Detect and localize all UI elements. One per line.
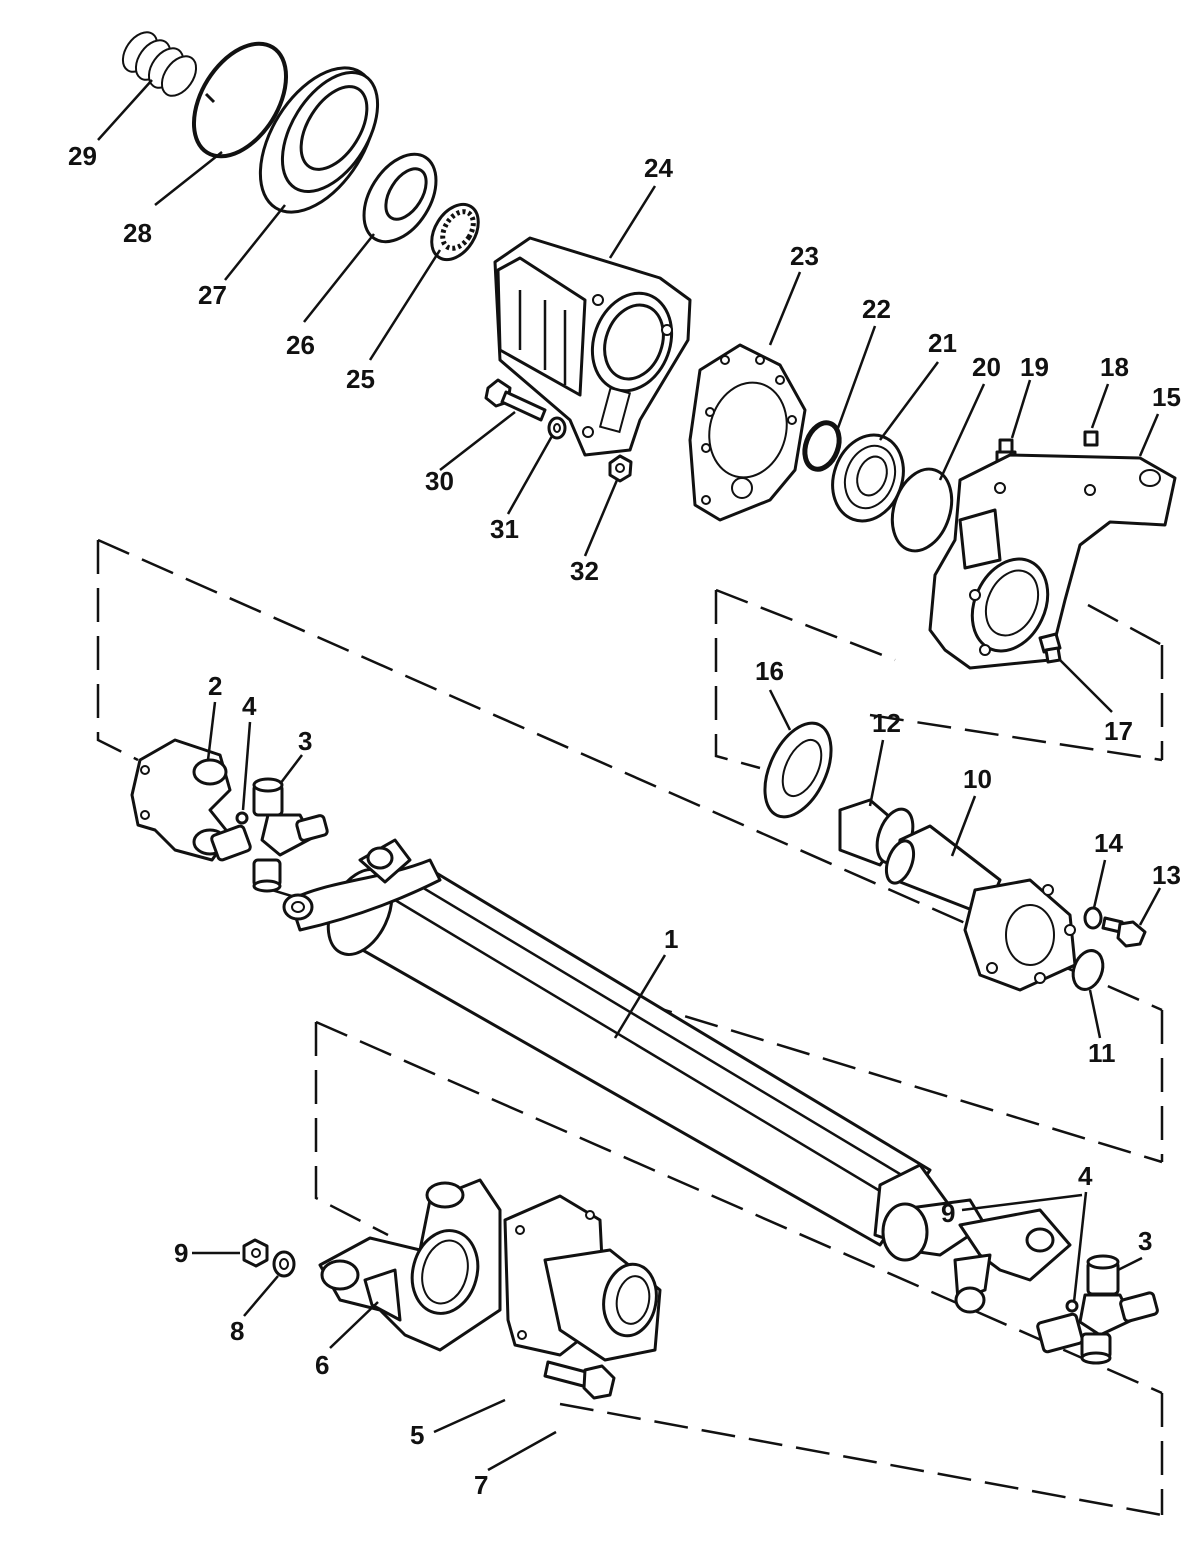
- bolt-30: [484, 378, 547, 422]
- callout-10: 10: [963, 764, 992, 794]
- callout-8: 8: [230, 1316, 244, 1346]
- callout-15: 15: [1152, 382, 1181, 412]
- u-joint-cross-3-left: [210, 777, 329, 893]
- callout-28: 28: [123, 218, 152, 248]
- callout-13: 13: [1152, 860, 1181, 890]
- callout-29: 29: [68, 141, 97, 171]
- callout-21: 21: [928, 328, 957, 358]
- callout-26: 26: [286, 330, 315, 360]
- callout-3-right: 3: [1138, 1226, 1152, 1256]
- callout-7: 7: [474, 1470, 488, 1500]
- callout-17: 17: [1104, 716, 1133, 746]
- u-joint-cross-3-right: [1036, 1254, 1159, 1365]
- spline-housing-5: [503, 1194, 662, 1362]
- callout-12: 12: [872, 708, 901, 738]
- snap-ring-28: [191, 41, 289, 159]
- seal-11: [1071, 949, 1105, 991]
- callout-23: 23: [790, 241, 819, 271]
- nut-32: [608, 454, 633, 483]
- callout-27: 27: [198, 280, 227, 310]
- callout-2: 2: [208, 671, 222, 701]
- driveshaft-1: [282, 838, 1072, 1314]
- callout-32: 32: [570, 556, 599, 586]
- grease-fitting-4-right: [1065, 1299, 1079, 1313]
- callout-9-left: 9: [174, 1238, 188, 1268]
- callout-4-left: 4: [242, 691, 257, 721]
- callout-5: 5: [410, 1420, 424, 1450]
- needle-bearing-25: [430, 202, 480, 262]
- o-ring-20: [890, 467, 954, 553]
- assembly-guide-lines: [96, 538, 1164, 1517]
- bracket-15: [928, 453, 1177, 670]
- bearing-housing-24: [493, 236, 692, 457]
- flange-shaft-10: [884, 824, 1077, 992]
- callout-4-right: 4: [1078, 1161, 1093, 1191]
- snap-ring-22: [802, 420, 842, 472]
- callout-9-right: 9: [941, 1198, 955, 1228]
- callout-19: 19: [1020, 352, 1049, 382]
- spring-29: [121, 31, 198, 97]
- callout-20: 20: [972, 352, 1001, 382]
- ball-bearing-21: [831, 433, 905, 523]
- washer-14: [1083, 906, 1103, 930]
- callout-1: 1: [664, 924, 678, 954]
- callout-30: 30: [425, 466, 454, 496]
- callout-14: 14: [1094, 828, 1123, 858]
- washer-31: [547, 416, 567, 440]
- callout-24: 24: [644, 153, 673, 183]
- callout-31: 31: [490, 514, 519, 544]
- seal-16: [763, 721, 833, 819]
- nut-9-left: [242, 1238, 269, 1268]
- washer-8: [272, 1250, 296, 1278]
- grease-fitting-4-left: [235, 811, 249, 825]
- callout-6: 6: [315, 1350, 329, 1380]
- callout-22: 22: [862, 294, 891, 324]
- callout-25: 25: [346, 364, 375, 394]
- bearing-27: [258, 66, 380, 214]
- callout-labels: 29 28 27 26 25 24 30 31 32 23 22 21 20 1…: [68, 141, 1181, 1500]
- bolt-13: [1101, 916, 1147, 948]
- yoke-housing-6: [318, 1178, 502, 1352]
- bolt-7: [543, 1360, 616, 1400]
- yoke-2: [130, 738, 232, 862]
- gasket-23: [688, 343, 807, 522]
- callout-3-left: 3: [298, 726, 312, 756]
- callout-11: 11: [1088, 1038, 1116, 1068]
- callout-16: 16: [755, 656, 784, 686]
- callout-18: 18: [1100, 352, 1129, 382]
- seal-26: [362, 152, 438, 244]
- fitting-18: [1083, 430, 1099, 447]
- leader-lines: [97, 79, 1162, 1472]
